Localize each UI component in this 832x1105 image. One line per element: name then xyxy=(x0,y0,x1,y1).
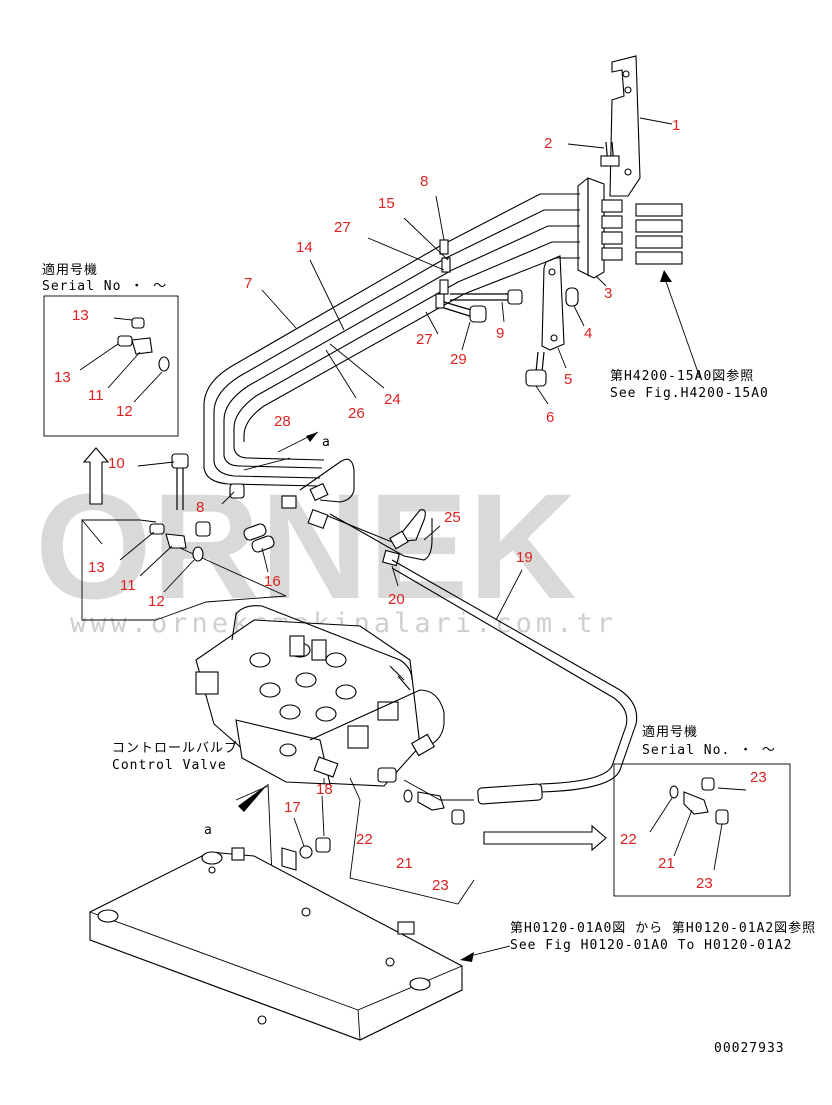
box-mid-callout-13: 13 xyxy=(88,559,105,576)
bolt-10 xyxy=(137,453,189,510)
elbow-21-23 xyxy=(377,767,465,825)
control-valve xyxy=(195,605,445,787)
pipe-leaders xyxy=(261,259,439,399)
box-left-callout-11: 11 xyxy=(88,387,104,404)
serial-left-number: Serial No ・ ～ xyxy=(42,279,167,294)
callout-2: 2 xyxy=(544,135,552,152)
callout-6: 6 xyxy=(546,409,554,426)
callout-19: 19 xyxy=(516,549,533,566)
callout-24: 24 xyxy=(384,391,401,408)
nut-18 xyxy=(315,795,331,853)
control-valve-jp: コントロールバルブ xyxy=(112,740,238,756)
base-plate xyxy=(89,847,511,1041)
washer-17 xyxy=(293,817,313,859)
ref-h4200-en: See Fig.H4200-15A0 xyxy=(610,386,769,401)
serial-right-number: Serial No. ・ ～ xyxy=(642,743,776,758)
fittings-8-16 xyxy=(195,483,275,573)
callout-4: 4 xyxy=(584,325,592,342)
hose-19 xyxy=(391,559,638,805)
callout-17: 17 xyxy=(284,799,301,816)
box-mid-callout-11: 11 xyxy=(120,577,136,594)
callout-21: 21 xyxy=(396,855,413,872)
bolt-29 xyxy=(443,301,487,351)
serial-left-title: 適用号機 xyxy=(42,262,98,278)
callout-3: 3 xyxy=(604,285,612,302)
box-right-callout-22: 22 xyxy=(620,831,637,848)
mid-box-fittings xyxy=(119,523,204,593)
callout-28: 28 xyxy=(274,413,291,430)
bolt-2 xyxy=(567,141,620,167)
view-marker-a-top: a xyxy=(322,435,331,450)
callout-7: 7 xyxy=(244,275,252,292)
callout-8b: 8 xyxy=(196,499,204,516)
pipe-clamps xyxy=(367,195,451,309)
callout-29: 29 xyxy=(450,351,467,368)
callout-numbers: 1 2 3 4 5 6 7 8 9 10 14 15 16 17 18 19 2… xyxy=(54,117,767,894)
spacer-4 xyxy=(565,287,585,327)
callout-26: 26 xyxy=(348,405,365,422)
serial-box-left xyxy=(43,295,179,437)
watermark: ORNEK www.orneksmakinalari.com.tr xyxy=(35,462,613,639)
callout-16: 16 xyxy=(264,573,281,590)
up-arrow xyxy=(82,447,110,505)
box-mid-callout-12: 12 xyxy=(148,593,165,610)
callout-18: 18 xyxy=(316,781,333,798)
box-right-callout-23a: 23 xyxy=(750,769,767,786)
box-right-callout-23b: 23 xyxy=(696,875,713,892)
doc-number: 00027933 xyxy=(714,1041,785,1056)
callout-25: 25 xyxy=(444,509,461,526)
callout-5: 5 xyxy=(564,371,572,388)
ref-h0120-en: See Fig H0120-01A0 To H0120-01A2 xyxy=(510,938,792,953)
callout-27b: 27 xyxy=(416,331,433,348)
watermark-brand: ORNEK xyxy=(35,462,577,630)
callout-14: 14 xyxy=(296,239,313,256)
view-arrows xyxy=(235,783,607,877)
callout-8: 8 xyxy=(420,173,428,190)
box-left-callout-13a: 13 xyxy=(72,307,89,324)
hose-ends xyxy=(635,203,701,379)
box-left-callout-13b: 13 xyxy=(54,369,71,386)
reference-text: 適用号機 Serial No ・ ～ 適用号機 Serial No. ・ ～ 第… xyxy=(42,262,816,1056)
ref-h0120-jp: 第H0120-01A0図 から 第H0120-01A2図参照 xyxy=(510,920,816,936)
bolt-9 xyxy=(450,289,523,323)
serial-box-right xyxy=(613,763,791,897)
callout-10: 10 xyxy=(108,455,125,472)
control-valve-en: Control Valve xyxy=(112,758,227,773)
callout-22: 22 xyxy=(356,831,373,848)
bracket-5 xyxy=(541,255,567,369)
view-marker-a-bottom: a xyxy=(204,823,213,838)
callout-1: 1 xyxy=(672,117,680,134)
detail-outlines xyxy=(81,519,475,905)
serial-right-title: 適用号機 xyxy=(642,724,698,740)
callout-20: 20 xyxy=(388,591,405,608)
callout-15: 15 xyxy=(378,195,395,212)
bolt-6 xyxy=(525,351,549,405)
pipe-bundle xyxy=(203,193,580,487)
box-left-callout-12: 12 xyxy=(116,403,133,420)
box-right-callout-21: 21 xyxy=(658,855,675,872)
block-3 xyxy=(577,177,623,287)
callout-23: 23 xyxy=(432,877,449,894)
ref-h4200-jp: 第H4200-15A0図参照 xyxy=(610,368,754,384)
callout-9: 9 xyxy=(496,325,504,342)
callout-27: 27 xyxy=(334,219,351,236)
bracket-1 xyxy=(609,55,673,197)
